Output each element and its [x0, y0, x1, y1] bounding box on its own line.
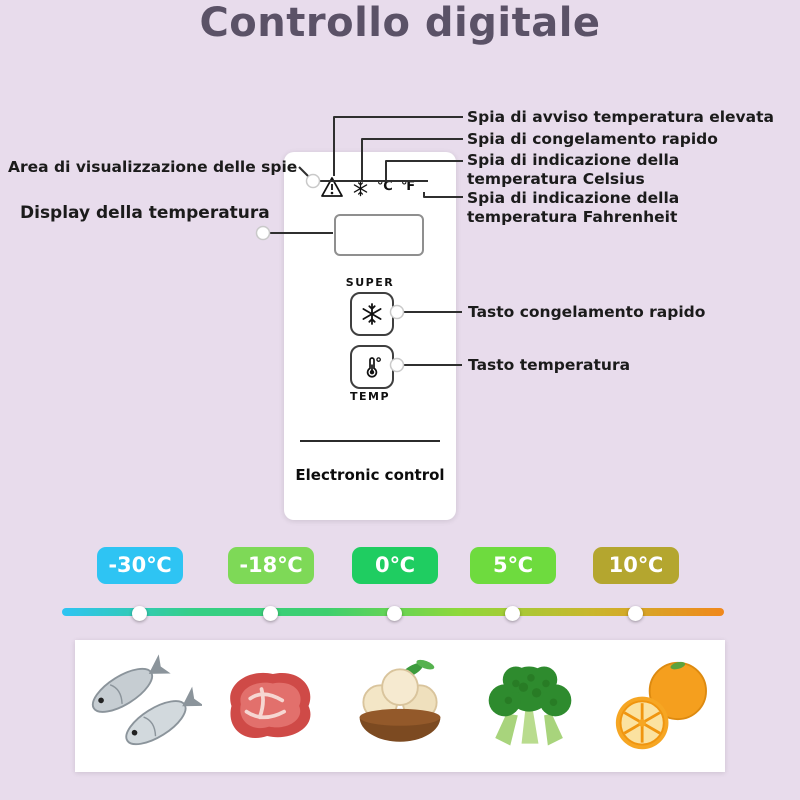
callout-super-button: Tasto congelamento rapido	[468, 303, 706, 321]
scale-dot-ten	[628, 606, 643, 621]
callout-display: Display della temperatura	[20, 203, 270, 223]
thermometer-icon	[366, 357, 381, 378]
temp-label: TEMP	[349, 390, 391, 403]
scale-tab-minus18: -18℃	[228, 547, 314, 584]
scale-dot-zero	[387, 606, 402, 621]
super-label: SUPER	[345, 276, 395, 289]
callout-temp-button: Tasto temperatura	[468, 356, 631, 374]
super-freeze-button	[350, 292, 394, 336]
scale-dot-minus18	[263, 606, 278, 621]
food-photo-strip	[75, 640, 725, 772]
food-photo-ice-cream	[335, 640, 465, 772]
panel-footer-text: Electronic control	[295, 466, 445, 484]
callout-fast-freeze: Spia di congelamento rapido	[467, 130, 718, 148]
warning-indicator-icon	[320, 176, 344, 202]
ice-cream-illustration	[359, 659, 441, 742]
callout-warning: Spia di avviso temperatura elevata	[467, 108, 774, 126]
food-photo-oranges	[595, 640, 725, 772]
scale-tab-ten: 10℃	[593, 547, 679, 584]
scale-dot-five	[505, 606, 520, 621]
callout-fahrenheit: Spia di indicazione della temperatura Fa…	[467, 189, 680, 226]
scale-dot-minus30	[132, 606, 147, 621]
callout-celsius: Spia di indicazione della temperatura Ce…	[467, 151, 680, 188]
control-panel: ℃ ℉ SUPER	[284, 152, 456, 520]
snowflake-icon	[362, 303, 382, 325]
page-title: Controllo digitale	[199, 0, 601, 46]
callout-indicator-area: Area di visualizzazione delle spie	[8, 158, 298, 176]
celsius-indicator: ℃	[377, 179, 393, 194]
food-photo-broccoli	[465, 640, 595, 772]
raw-meat-illustration	[230, 672, 311, 739]
snowflake-indicator-icon	[352, 180, 369, 201]
panel-divider	[300, 440, 440, 442]
broccoli-illustration	[488, 666, 572, 746]
temperature-button	[350, 345, 394, 389]
food-photo-raw-meat	[205, 640, 335, 772]
temperature-display	[334, 214, 424, 256]
oranges-illustration	[615, 661, 707, 750]
fish-illustration	[91, 654, 202, 746]
food-photo-fish	[75, 640, 205, 772]
fahrenheit-indicator: ℉	[401, 179, 416, 194]
scale-tab-five: 5℃	[470, 547, 556, 584]
scale-tab-minus30: -30℃	[97, 547, 183, 584]
leader-dot-display	[255, 225, 271, 241]
scale-tab-zero: 0℃	[352, 547, 438, 584]
